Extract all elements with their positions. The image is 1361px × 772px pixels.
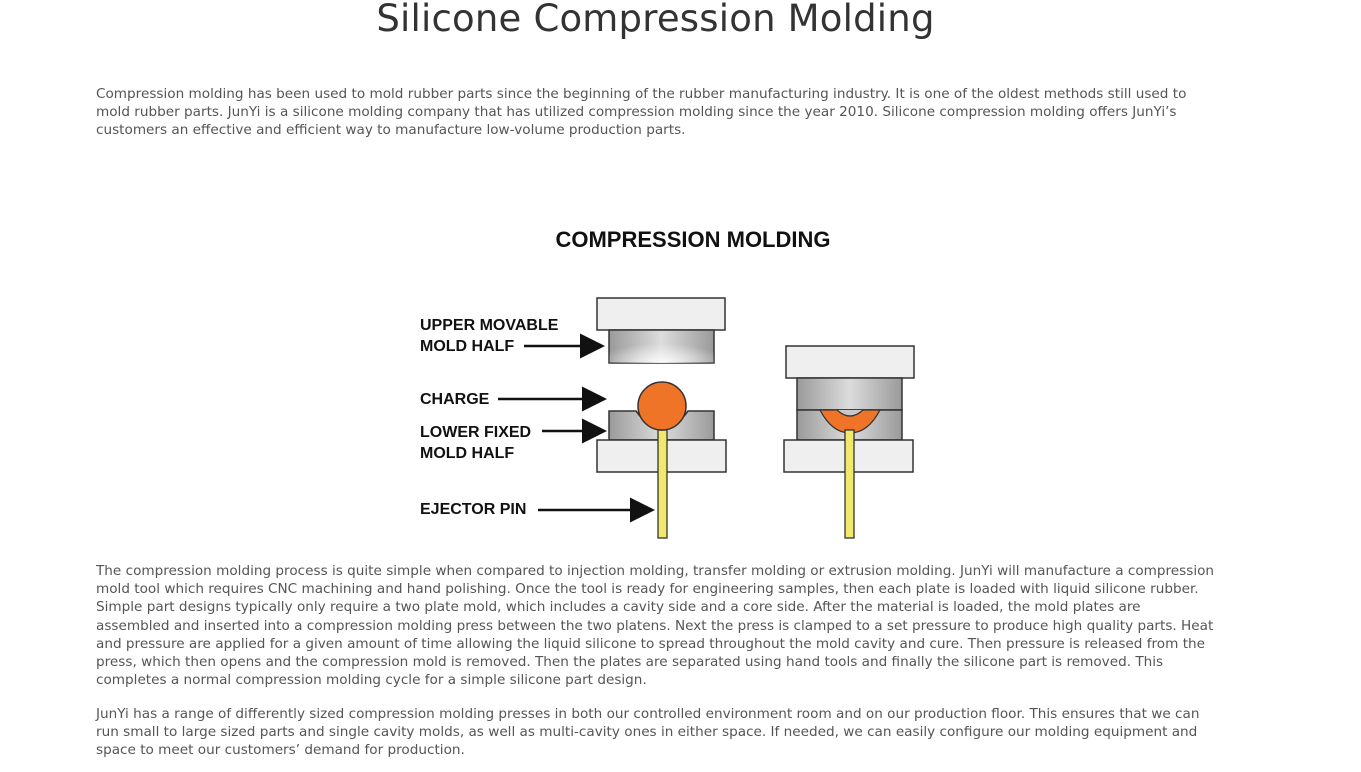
- upper-platen-left: [596, 297, 726, 331]
- page-title: Silicone Compression Molding: [376, 0, 935, 40]
- label-upper-mold-half: MOLD HALF: [420, 338, 514, 355]
- presses-paragraph: JunYi has a range of differently sized c…: [96, 706, 1200, 759]
- label-ejector-pin: EJECTOR PIN: [420, 501, 526, 518]
- label-lower-mold-half: MOLD HALF: [420, 445, 514, 462]
- ejector-pin-left: [657, 429, 668, 539]
- upper-platen-right: [785, 345, 915, 379]
- label-lower-fixed: LOWER FIXED: [420, 424, 531, 441]
- intro-paragraph: Compression molding has been used to mol…: [96, 86, 1187, 139]
- charge-ball: [637, 381, 687, 431]
- ejector-pin-right: [844, 429, 855, 539]
- label-upper-movable: UPPER MOVABLE: [420, 317, 559, 334]
- upper-mold-half-right: [796, 377, 903, 411]
- diagram-title: COMPRESSION MOLDING: [555, 227, 830, 252]
- compression-molding-diagram: COMPRESSION MOLDING UPPER MOVABLE MOLD H…: [420, 227, 915, 539]
- process-paragraph: The compression molding process is quite…: [96, 563, 1215, 689]
- label-charge: CHARGE: [420, 391, 490, 408]
